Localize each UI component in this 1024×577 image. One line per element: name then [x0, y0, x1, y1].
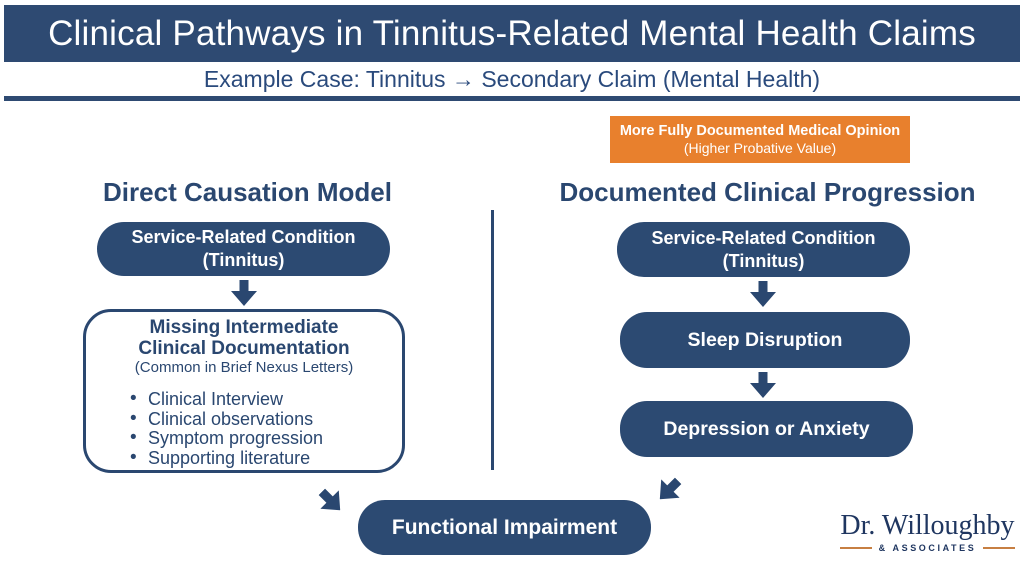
- bullet-item: Symptom progression: [128, 428, 402, 449]
- probative-value-callout: More Fully Documented Medical Opinion (H…: [610, 116, 910, 163]
- page-title: Clinical Pathways in Tinnitus-Related Me…: [48, 13, 976, 53]
- missing-box-bullet-list: Clinical Interview Clinical observations…: [86, 389, 402, 469]
- vertical-divider: [491, 210, 494, 470]
- title-bar: Clinical Pathways in Tinnitus-Related Me…: [4, 5, 1020, 62]
- logo-rule-right: [983, 547, 1015, 549]
- missing-documentation-box: Missing Intermediate Clinical Documentat…: [83, 309, 405, 473]
- bullet-item: Clinical Interview: [128, 389, 402, 410]
- example-case-subtitle: Example Case: Tinnitus → Secondary Claim…: [203, 66, 821, 92]
- box-text-line: (Tinnitus): [722, 250, 805, 271]
- logo-rule-left: [840, 547, 872, 549]
- left-service-condition-box: Service-Related Condition (Tinnitus): [97, 222, 390, 276]
- horizontal-rule: [4, 96, 1020, 101]
- callout-line1: More Fully Documented Medical Opinion: [619, 123, 901, 139]
- diagonal-down-right-arrow-icon: [313, 483, 350, 520]
- logo-tagline-row: & ASSOCIATES: [840, 543, 1015, 553]
- missing-box-subtitle: (Common in Brief Nexus Letters): [134, 359, 354, 376]
- callout-line2: (Higher Probative Value): [683, 140, 837, 156]
- brand-logo: Dr. Willoughby & ASSOCIATES: [840, 510, 1015, 553]
- down-arrow-icon: [231, 280, 257, 306]
- bullet-item: Supporting literature: [128, 448, 402, 469]
- down-arrow-icon: [750, 372, 776, 398]
- sleep-disruption-box: Sleep Disruption: [620, 312, 910, 368]
- right-service-condition-box: Service-Related Condition (Tinnitus): [617, 222, 910, 277]
- depression-anxiety-box: Depression or Anxiety: [620, 401, 913, 457]
- bullet-item: Clinical observations: [128, 409, 402, 430]
- right-column-heading: Documented Clinical Progression: [559, 177, 976, 207]
- logo-tagline: & ASSOCIATES: [878, 543, 977, 553]
- missing-box-title-line1: Missing Intermediate: [149, 317, 339, 338]
- box-text-line: (Tinnitus): [202, 250, 285, 270]
- box-text-line: Service-Related Condition: [131, 227, 356, 247]
- diagonal-down-left-arrow-icon: [651, 472, 688, 509]
- down-arrow-icon: [750, 281, 776, 307]
- left-column-heading: Direct Causation Model: [103, 177, 392, 207]
- logo-name: Dr. Willoughby: [840, 510, 1015, 541]
- box-text-line: Service-Related Condition: [651, 227, 876, 248]
- functional-impairment-box: Functional Impairment: [358, 500, 651, 555]
- missing-box-title-line2: Clinical Documentation: [138, 338, 350, 359]
